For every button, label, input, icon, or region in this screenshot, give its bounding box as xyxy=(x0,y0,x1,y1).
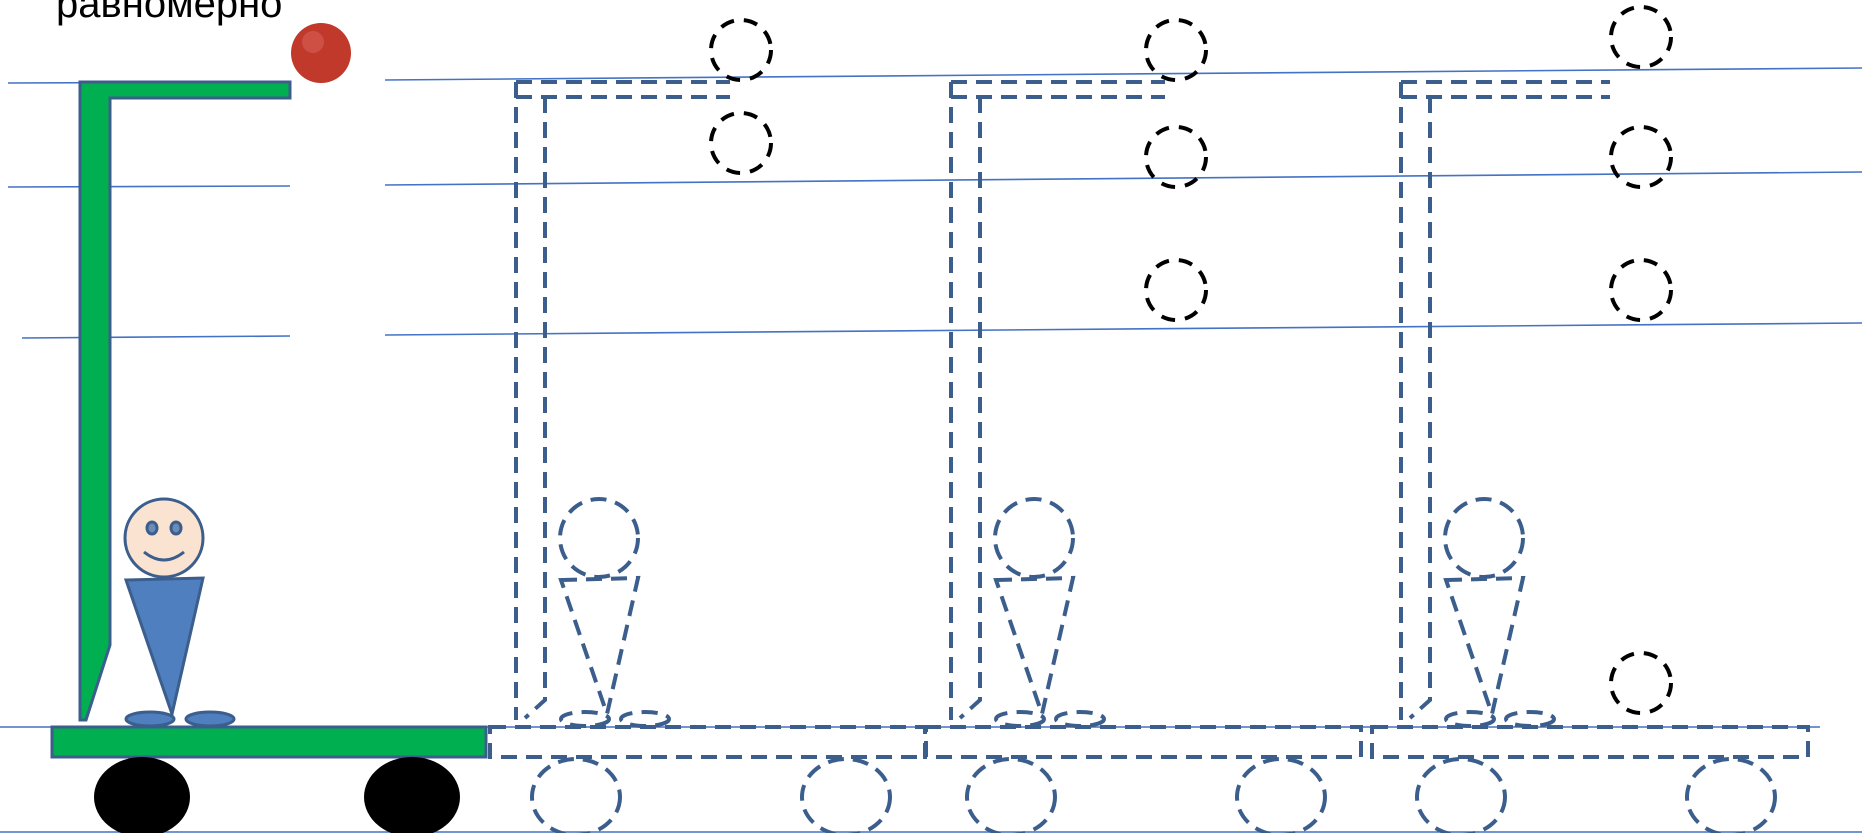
person-icon xyxy=(125,499,234,726)
ghost-cart xyxy=(925,82,1361,833)
ghost-balls xyxy=(711,7,1671,713)
ghost-ball-icon xyxy=(1611,127,1671,187)
wheel-icon xyxy=(94,757,190,833)
ghost-ball-icon xyxy=(711,20,771,80)
fall-column xyxy=(290,40,385,730)
ghost-ball-icon xyxy=(1146,20,1206,80)
reference-line xyxy=(385,68,1862,80)
reference-line xyxy=(22,336,290,338)
ghost-ball-icon xyxy=(1611,260,1671,320)
person-body xyxy=(126,578,203,714)
person-head xyxy=(125,499,203,577)
ghost-ball-icon xyxy=(1611,7,1671,67)
ghost-ball-icon xyxy=(711,113,771,173)
wheel-icon xyxy=(364,757,460,833)
ghost-cart xyxy=(1372,82,1808,833)
ball-icon xyxy=(291,23,351,83)
ball-highlight xyxy=(302,31,324,53)
reference-line xyxy=(385,323,1862,335)
reference-line xyxy=(8,186,290,187)
ghost-ball-icon xyxy=(1611,653,1671,713)
ghost-ball-icon xyxy=(1146,260,1206,320)
reference-line xyxy=(385,172,1862,185)
cart-platform xyxy=(52,727,486,757)
ghost-cart xyxy=(490,82,926,833)
reference-lines xyxy=(0,68,1862,832)
cart xyxy=(52,82,486,833)
